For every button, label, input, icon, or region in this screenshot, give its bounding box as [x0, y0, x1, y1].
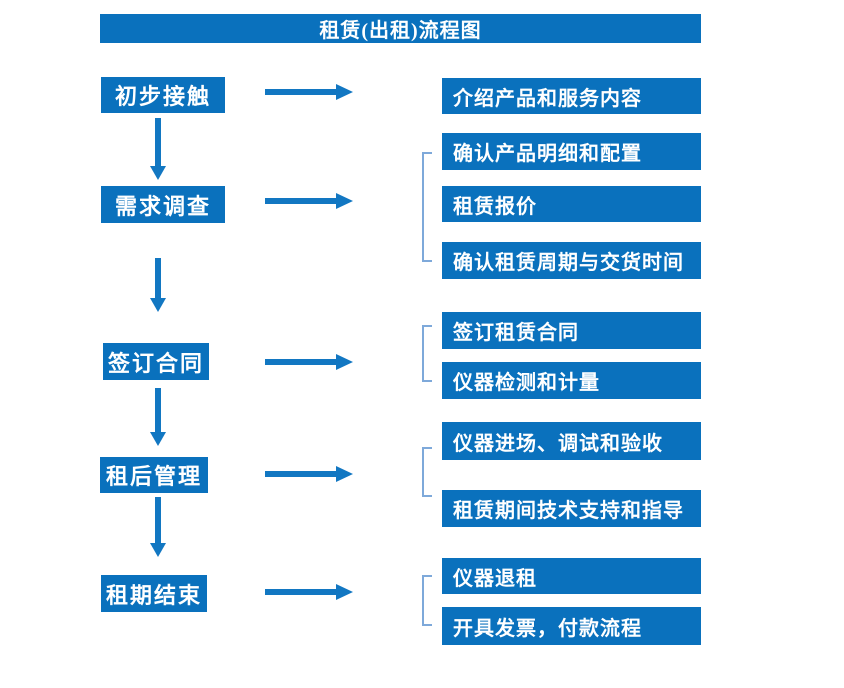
stage-box-rental-end: 租期结束 — [101, 575, 207, 612]
group-bracket-sign-contract — [422, 325, 432, 382]
down-arrow-head-icon — [150, 166, 166, 180]
down-arrow-shaft — [155, 118, 161, 168]
detail-box-confirm-period-delivery: 确认租赁周期与交货时间 — [442, 242, 701, 279]
down-arrow-shaft — [155, 258, 161, 300]
detail-box-technical-support: 租赁期间技术支持和指导 — [442, 490, 701, 527]
right-arrow-head-icon — [336, 193, 353, 209]
right-arrow-initial-contact — [263, 84, 353, 100]
right-arrow-shaft — [265, 198, 337, 204]
right-arrow-head-icon — [336, 354, 353, 370]
right-arrow-shaft — [265, 359, 337, 365]
stage-box-sign-contract: 签订合同 — [103, 343, 209, 380]
down-arrow-3 — [150, 388, 166, 446]
right-arrow-head-icon — [336, 584, 353, 600]
down-arrow-head-icon — [150, 432, 166, 446]
down-arrow-2 — [150, 258, 166, 312]
right-arrow-shaft — [265, 589, 337, 595]
flowchart-title: 租赁(出租)流程图 — [100, 14, 701, 43]
stage-box-post-rental-management: 租后管理 — [100, 457, 208, 493]
right-arrow-demand-survey — [263, 193, 353, 209]
down-arrow-shaft — [155, 497, 161, 545]
right-arrow-rental-end — [263, 584, 353, 600]
right-arrow-shaft — [265, 89, 337, 95]
right-arrow-shaft — [265, 471, 337, 477]
group-bracket-post-rental — [422, 447, 432, 497]
down-arrow-head-icon — [150, 298, 166, 312]
detail-box-confirm-product-config: 确认产品明细和配置 — [442, 133, 701, 170]
stage-box-initial-contact: 初步接触 — [101, 77, 225, 113]
right-arrow-post-rental — [263, 466, 353, 482]
down-arrow-shaft — [155, 388, 161, 434]
right-arrow-head-icon — [336, 84, 353, 100]
down-arrow-4 — [150, 497, 166, 557]
detail-box-instrument-setup-acceptance: 仪器进场、调试和验收 — [442, 422, 701, 460]
group-bracket-demand-survey — [422, 152, 432, 262]
group-bracket-rental-end — [422, 575, 432, 626]
detail-box-sign-rental-contract: 签订租赁合同 — [442, 312, 701, 349]
down-arrow-1 — [150, 118, 166, 180]
right-arrow-head-icon — [336, 466, 353, 482]
detail-box-rental-quote: 租赁报价 — [442, 186, 701, 222]
right-arrow-sign-contract — [263, 354, 353, 370]
detail-box-instrument-test-calibration: 仪器检测和计量 — [442, 362, 701, 399]
stage-box-demand-survey: 需求调查 — [101, 186, 225, 223]
detail-box-introduce-products: 介绍产品和服务内容 — [442, 78, 701, 114]
detail-box-invoice-payment: 开具发票，付款流程 — [442, 607, 701, 645]
detail-box-instrument-return: 仪器退租 — [442, 558, 701, 594]
down-arrow-head-icon — [150, 543, 166, 557]
